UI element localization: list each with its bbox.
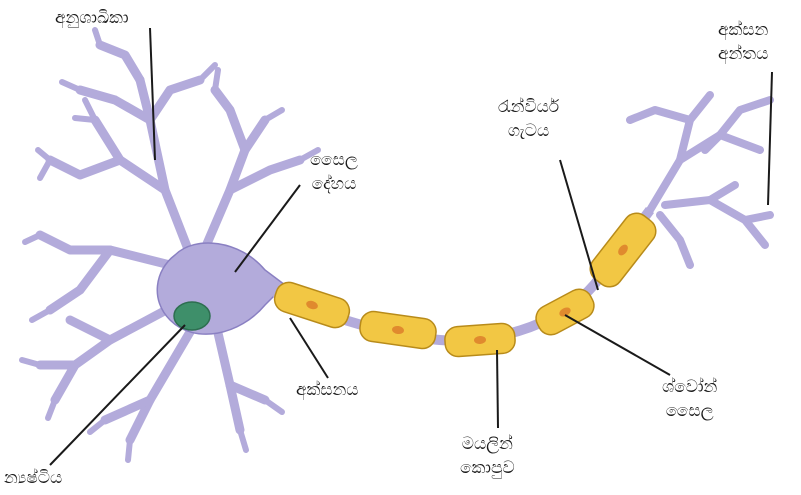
label-schwann-line1: ශ්වෝන් <box>662 375 717 399</box>
myelin-sheath <box>271 208 661 357</box>
label-myelin-sheath: මයලින් කොපුව <box>460 432 515 480</box>
nucleus <box>174 302 210 330</box>
label-node-of-ranvier: රැන්වියර් ගැටය <box>498 95 559 143</box>
myelin-segment <box>444 323 516 358</box>
myelin-segment <box>358 310 437 350</box>
myelin-segment <box>271 279 353 331</box>
label-nucleus: න්‍යෂ්ටිය <box>4 466 62 490</box>
myelin-segment <box>531 285 598 340</box>
label-node-line2: ගැටය <box>498 119 559 143</box>
label-schwann-line2: සෛල <box>662 399 717 423</box>
label-schwann-cell: ශ්වෝන් සෛල <box>662 375 717 423</box>
leader-node-ranvier <box>560 160 598 290</box>
label-axon-terminal: අක්සන අන්තය <box>718 18 768 66</box>
leader-nucleus <box>50 325 185 465</box>
leader-axon <box>290 318 328 378</box>
dendrites <box>40 45 300 440</box>
label-myelin-line1: මයලින් <box>460 432 515 456</box>
label-cell-body-line1: සෛල <box>310 148 358 172</box>
label-axon-terminal-line1: අක්සන <box>718 18 768 42</box>
leader-axon-terminal <box>768 72 772 205</box>
label-axon: අක්සනය <box>296 378 359 402</box>
label-node-line1: රැන්වියර් <box>498 95 559 119</box>
label-dendrites: අනුශාඛිකා <box>55 6 129 30</box>
label-cell-body-line2: දේහය <box>310 172 358 196</box>
leader-myelin <box>497 350 498 428</box>
label-cell-body: සෛල දේහය <box>310 148 358 196</box>
leader-schwann <box>565 315 670 375</box>
leader-cell-body <box>235 185 300 272</box>
label-myelin-line2: කොපුව <box>460 456 515 480</box>
myelin-segment <box>585 208 661 292</box>
label-axon-terminal-line2: අන්තය <box>718 42 768 66</box>
